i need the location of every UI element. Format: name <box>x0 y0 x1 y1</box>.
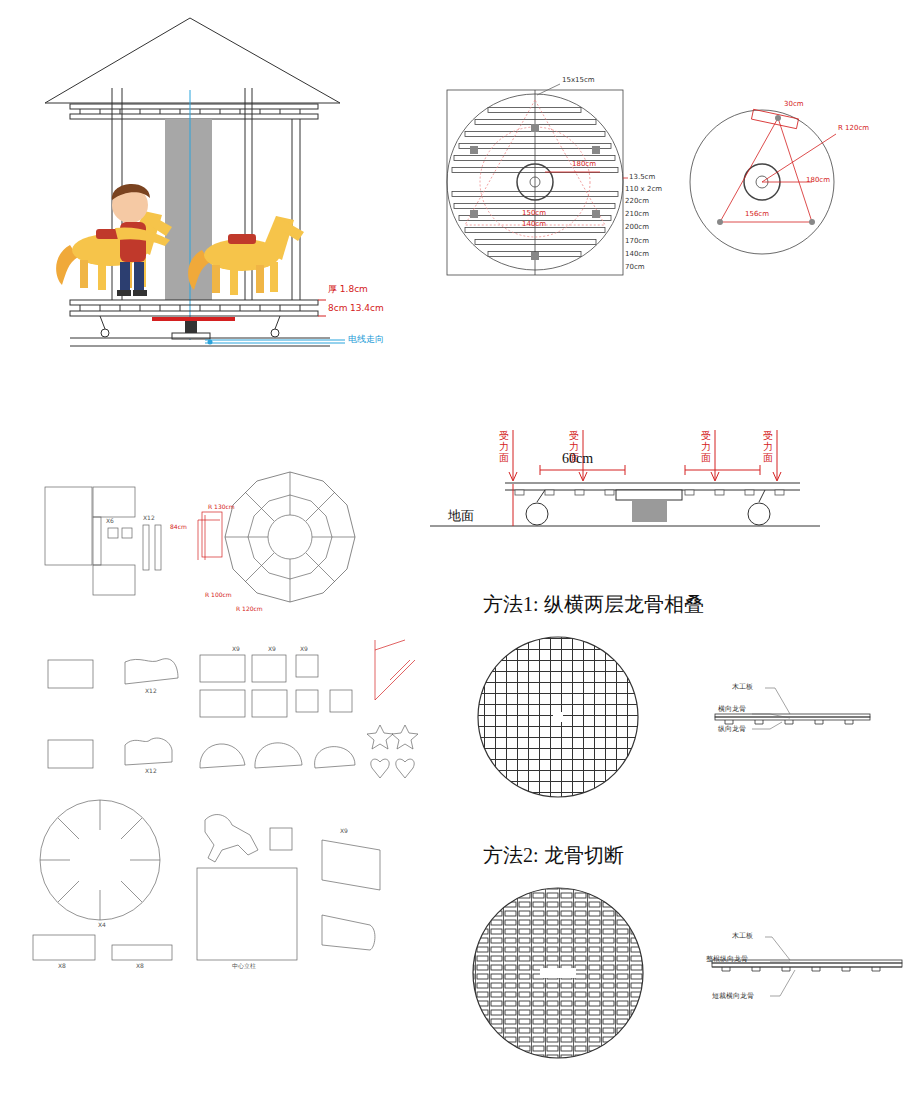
dimension-label: 156cm <box>745 210 769 218</box>
dimension-label: 整根纵向龙骨 <box>706 955 748 963</box>
dimension-label: X9 <box>268 646 276 653</box>
child-figure <box>112 184 170 296</box>
dimension-label: 横向龙骨 <box>718 705 746 713</box>
dimension-label: X9 <box>232 646 240 653</box>
dimension-label: 13.4cm <box>350 303 384 313</box>
floor-plan <box>447 84 628 275</box>
horse <box>188 216 304 295</box>
horse <box>56 211 172 290</box>
dimension-label: 短裁横向龙骨 <box>712 992 754 1000</box>
dimension-label: 木工板 <box>732 683 753 691</box>
dimension-label: X4 <box>98 922 106 929</box>
dimension-label: 140cm <box>522 220 546 228</box>
heading-label: 方法1: 纵横两层龙骨相叠 <box>483 593 704 616</box>
stress-diagram <box>430 430 820 526</box>
dimension-label: 中心立柱 <box>232 963 256 970</box>
force-label: 受力面 <box>763 430 773 463</box>
dimension-label: X6 <box>106 518 114 525</box>
support-plan <box>690 109 836 254</box>
dimension-label: 110 x 2cm <box>625 185 662 193</box>
dimension-label: X9 <box>340 828 348 835</box>
dimension-label: 84cm <box>170 524 187 531</box>
force-label: 受力面 <box>499 430 509 463</box>
dimension-label: 纵向龙骨 <box>718 725 746 733</box>
dimension-label: 140cm <box>625 250 649 258</box>
dimension-label: 210cm <box>625 210 649 218</box>
dimension-label: X12 <box>145 768 157 775</box>
dimension-label: 170cm <box>625 237 649 245</box>
dimension-label: 电线走向 <box>348 334 384 344</box>
dimension-label: 150cm <box>522 209 546 217</box>
dimension-label: 厚 1.8cm <box>328 284 368 294</box>
method2-plan <box>470 885 902 1065</box>
dimension-label: R 120cm <box>236 606 263 613</box>
heading-label: 地面 <box>448 509 474 524</box>
dimension-label: R 130cm <box>208 504 235 511</box>
dimension-label: R 100cm <box>205 592 232 599</box>
dimension-label: 15x15cm <box>562 76 595 84</box>
force-label: 受力面 <box>701 430 711 463</box>
dimension-label: 180cm <box>572 160 596 168</box>
heading-label: 方法2: 龙骨切断 <box>483 844 624 867</box>
dimension-label: R 120cm <box>838 124 869 132</box>
dimension-label: 180cm <box>806 176 830 184</box>
heading-label: 60cm <box>562 451 593 467</box>
dimension-label: 8cm <box>328 303 347 313</box>
dimension-label: 70cm <box>625 263 645 271</box>
dimension-label: X8 <box>136 963 144 970</box>
dimension-label: 木工板 <box>732 932 753 940</box>
dimension-label: 220cm <box>625 197 649 205</box>
dimension-label: 200cm <box>625 223 649 231</box>
parts-sheet <box>33 472 418 960</box>
method1-plan <box>470 630 870 810</box>
dimension-label: X12 <box>143 515 155 522</box>
dimension-label: X9 <box>300 646 308 653</box>
dimension-label: 30cm <box>784 100 804 108</box>
dimension-label: 13.5cm <box>629 173 655 181</box>
carousel-elevation <box>45 18 345 346</box>
dimension-label: X8 <box>58 963 66 970</box>
dimension-label: X12 <box>145 688 157 695</box>
